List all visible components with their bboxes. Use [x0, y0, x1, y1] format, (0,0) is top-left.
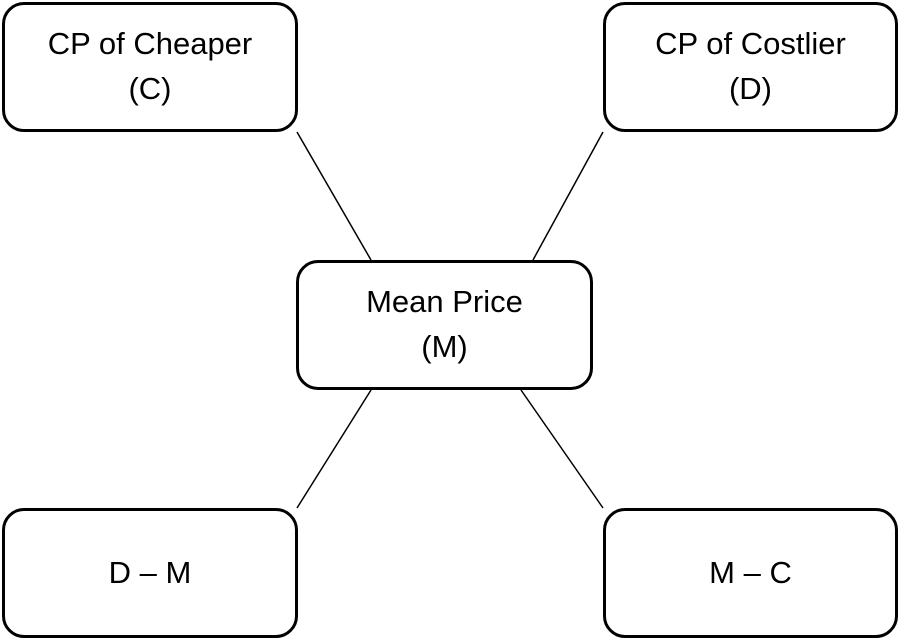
connector-mean-to-ratio-cheaper — [296, 389, 372, 509]
mean-price-box: Mean Price (M) — [296, 260, 593, 390]
ratio-cheaper-box: D – M — [2, 508, 298, 638]
costlier-label: CP of Costlier — [655, 26, 846, 62]
connector-cheaper-to-mean — [296, 131, 372, 261]
ratio-cheaper-label: D – M — [108, 554, 192, 590]
cheaper-symbol: (C) — [128, 71, 172, 106]
ratio-costlier-box: M – C — [603, 508, 898, 638]
mean-symbol: (M) — [421, 329, 468, 364]
connector-costlier-to-mean — [532, 131, 604, 261]
ratio-costlier-label: M – C — [709, 554, 792, 590]
costlier-cost-price-box: CP of Costlier (D) — [603, 2, 898, 132]
connector-mean-to-ratio-costlier — [520, 389, 604, 509]
cheaper-cost-price-box: CP of Cheaper (C) — [2, 2, 298, 132]
mean-label: Mean Price — [366, 284, 523, 320]
cheaper-label: CP of Cheaper — [47, 26, 253, 62]
costlier-symbol: (D) — [728, 71, 773, 106]
